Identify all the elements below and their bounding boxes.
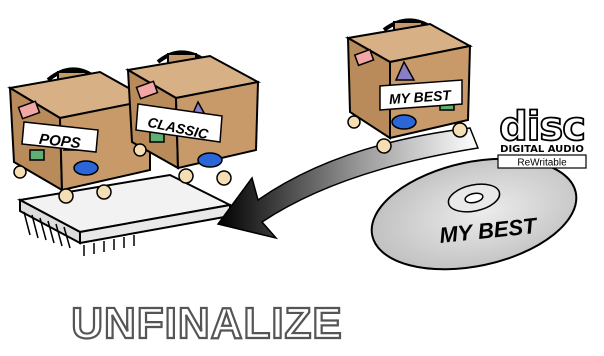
disc-logo: disc DIGITAL AUDIO ReWritable bbox=[498, 104, 586, 169]
disc-logo-digital-audio: DIGITAL AUDIO bbox=[500, 144, 584, 155]
disc-logo-rewritable: ReWritable bbox=[517, 158, 567, 169]
unfinalize-caption: UNFINALIZE bbox=[71, 299, 343, 348]
storage-tray bbox=[20, 175, 230, 256]
